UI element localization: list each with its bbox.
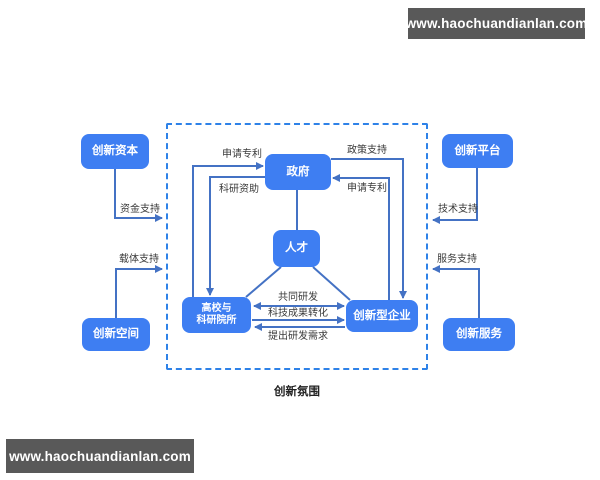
label-achievements-transfer: 科技成果转化 [268,308,328,319]
node-university-line1: 高校与 [201,302,232,314]
node-space: 创新空间 [82,318,150,351]
node-university-line2: 科研院所 [196,315,237,326]
label-research-funding: 科研资助 [219,184,259,195]
label-tech-support: 技术支持 [438,204,478,215]
label-service-support: 服务支持 [437,254,477,265]
node-capital: 创新资本 [81,134,149,169]
watermark-top: www.haochuandianlan.com [406,8,587,39]
label-carrier-support: 载体支持 [119,254,159,265]
node-service: 创新服务 [443,318,515,351]
watermark-bottom: www.haochuandianlan.com [6,439,194,473]
label-funding-support: 资金支持 [120,204,160,215]
node-platform: 创新平台 [442,134,513,168]
node-government: 政府 [265,154,331,190]
edge-carrier-support [115,265,163,318]
label-policy-support: 政策支持 [347,145,387,156]
label-joint-rd: 共同研发 [278,292,318,303]
label-apply-patent-right: 申请专利 [347,183,387,194]
innovation-atmosphere-boundary [166,123,428,370]
label-apply-patent-left: 申请专利 [222,149,262,160]
label-rd-demand: 提出研发需求 [268,331,328,342]
edge-service-support [432,265,480,318]
diagram-caption: 创新氛围 [274,386,320,398]
node-university: 高校与 科研院所 [182,297,251,333]
node-enterprise: 创新型企业 [346,300,418,332]
node-talent: 人才 [273,230,320,267]
